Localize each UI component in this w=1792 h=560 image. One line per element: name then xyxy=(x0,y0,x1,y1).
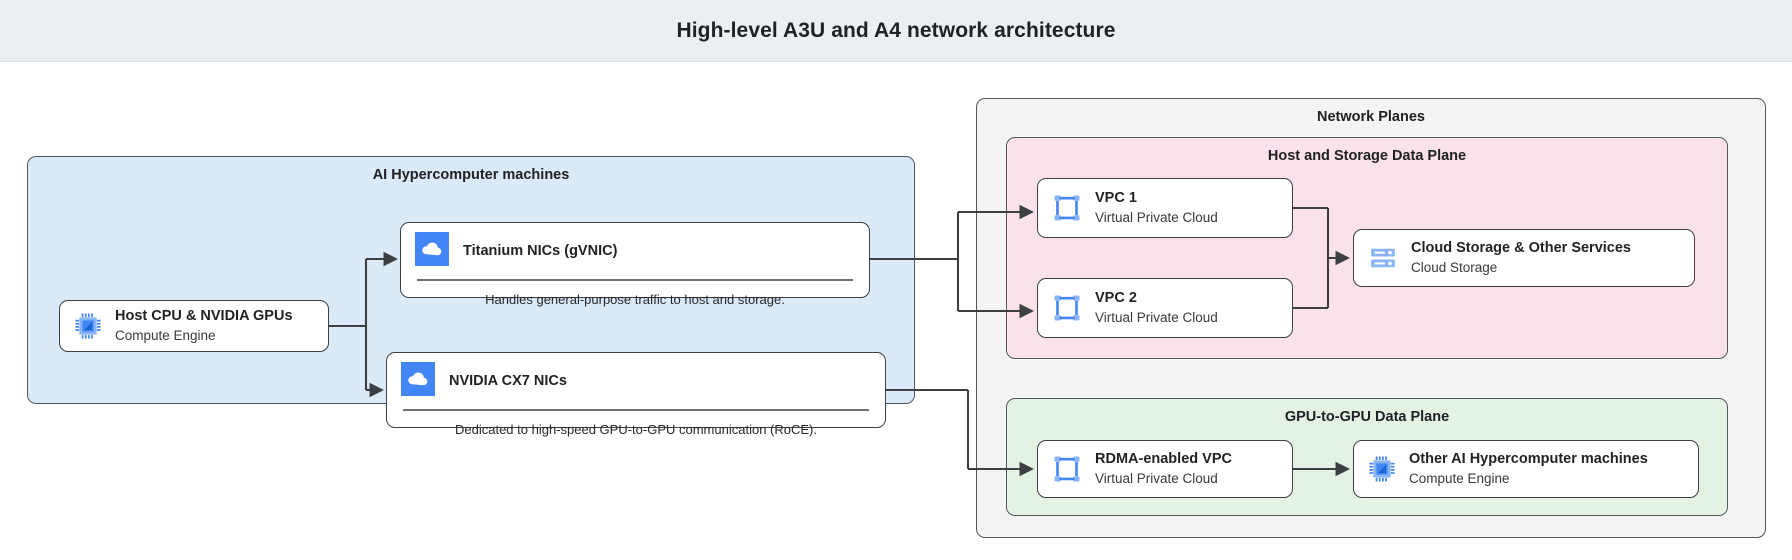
card-nvidia-cx7-nics-header: NVIDIA CX7 NICs xyxy=(387,353,885,409)
card-vpc-1-text: VPC 1 Virtual Private Cloud xyxy=(1095,188,1218,228)
card-vpc-2[interactable]: VPC 2 Virtual Private Cloud xyxy=(1037,278,1293,338)
card-subtitle: Virtual Private Cloud xyxy=(1095,310,1218,326)
card-rdma-enabled-vpc-text: RDMA-enabled VPC Virtual Private Cloud xyxy=(1095,449,1232,489)
card-description: Dedicated to high-speed GPU-to-GPU commu… xyxy=(455,422,817,437)
card-title: Titanium NICs (gVNIC) xyxy=(463,243,618,259)
card-description: Handles general-purpose traffic to host … xyxy=(485,292,785,307)
card-vpc-1[interactable]: VPC 1 Virtual Private Cloud xyxy=(1037,178,1293,238)
cpu-chip-icon xyxy=(1368,455,1396,483)
cpu-chip-icon xyxy=(74,312,102,340)
card-cloud-storage-services-text: Cloud Storage & Other Services Cloud Sto… xyxy=(1411,238,1631,278)
card-title: Cloud Storage & Other Services xyxy=(1411,240,1631,257)
divider xyxy=(417,279,853,281)
page-title: High-level A3U and A4 network architectu… xyxy=(676,18,1116,42)
card-host-cpu-gpus[interactable]: Host CPU & NVIDIA GPUs Compute Engine xyxy=(59,300,329,352)
card-other-ai-hypercomputer-machines[interactable]: Other AI Hypercomputer machines Compute … xyxy=(1353,440,1699,498)
group-title-network-planes: Network Planes xyxy=(1317,109,1425,125)
card-rdma-enabled-vpc[interactable]: RDMA-enabled VPC Virtual Private Cloud xyxy=(1037,440,1293,498)
card-subtitle: Compute Engine xyxy=(1409,471,1510,487)
card-nvidia-cx7-nics[interactable]: NVIDIA CX7 NICs Dedicated to high-speed … xyxy=(386,352,886,437)
diagram-header: High-level A3U and A4 network architectu… xyxy=(0,0,1792,62)
card-cloud-storage-services[interactable]: Cloud Storage & Other Services Cloud Sto… xyxy=(1353,229,1695,287)
group-title-gpu-to-gpu-data-plane: GPU-to-GPU Data Plane xyxy=(1284,409,1450,425)
card-title: Host CPU & NVIDIA GPUs xyxy=(115,308,293,325)
vpc-icon xyxy=(1052,193,1082,223)
card-host-cpu-gpus-text: Host CPU & NVIDIA GPUs Compute Engine xyxy=(115,306,293,346)
card-other-ai-hypercomputer-machines-text: Other AI Hypercomputer machines Compute … xyxy=(1409,449,1648,489)
card-titanium-nics[interactable]: Titanium NICs (gVNIC) Handles general-pu… xyxy=(400,222,870,307)
card-title: Other AI Hypercomputer machines xyxy=(1409,451,1648,468)
vpc-icon xyxy=(1052,293,1082,323)
card-title: VPC 1 xyxy=(1095,190,1137,207)
vpc-icon xyxy=(1052,454,1082,484)
card-title: VPC 2 xyxy=(1095,290,1137,307)
card-subtitle: Virtual Private Cloud xyxy=(1095,471,1218,487)
cloud-icon xyxy=(401,361,435,401)
card-subtitle: Virtual Private Cloud xyxy=(1095,210,1218,226)
group-title-ai-hypercomputer-machines: AI Hypercomputer machines xyxy=(372,167,570,183)
card-title: RDMA-enabled VPC xyxy=(1095,451,1232,468)
cloud-icon xyxy=(415,231,449,271)
group-title-host-and-storage-data-plane: Host and Storage Data Plane xyxy=(1267,148,1467,164)
card-titanium-nics-header: Titanium NICs (gVNIC) xyxy=(401,223,869,279)
card-title: NVIDIA CX7 NICs xyxy=(449,373,567,389)
card-subtitle: Compute Engine xyxy=(115,328,216,344)
card-subtitle: Cloud Storage xyxy=(1411,260,1498,276)
card-vpc-2-text: VPC 2 Virtual Private Cloud xyxy=(1095,288,1218,328)
divider xyxy=(403,409,869,411)
cloud-storage-icon xyxy=(1368,243,1398,273)
